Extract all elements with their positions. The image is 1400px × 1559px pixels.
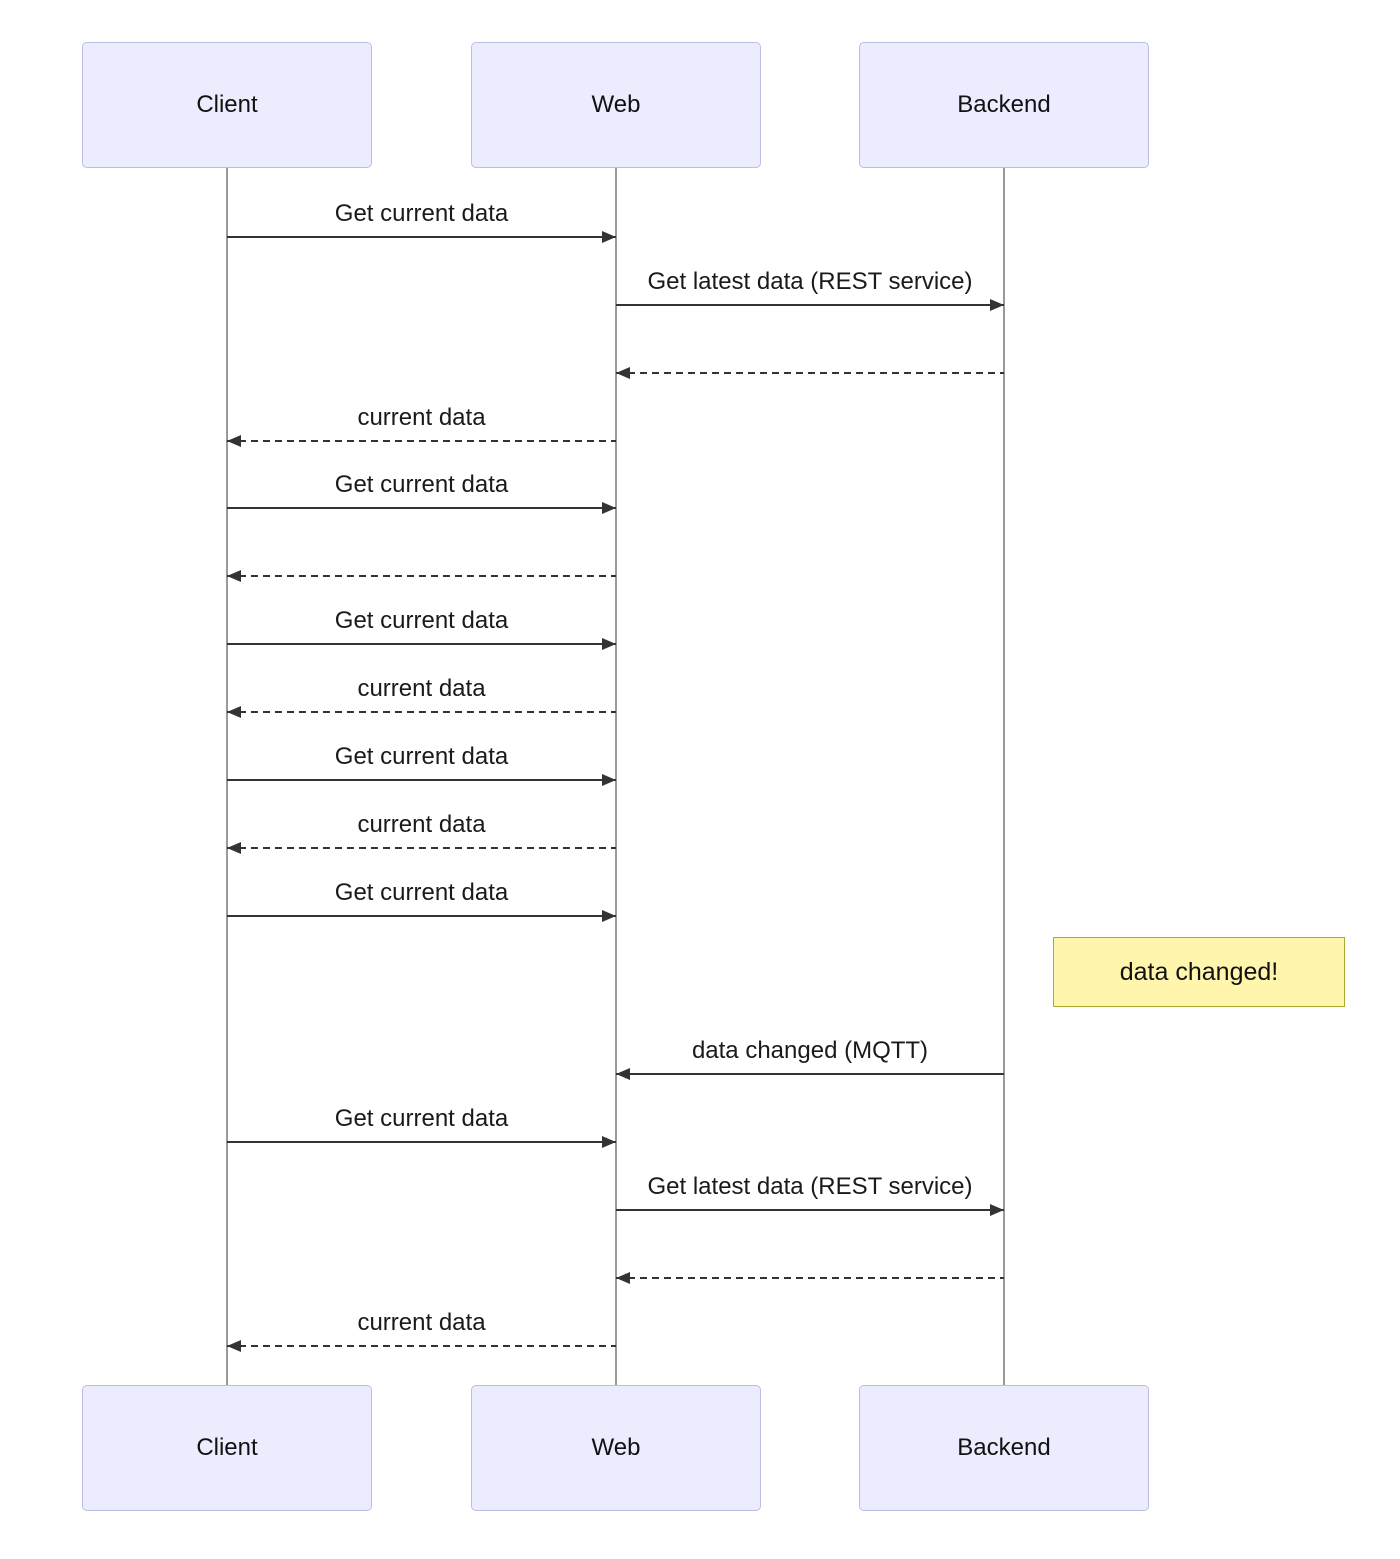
actor-label: Backend [957, 91, 1051, 118]
arrowhead [227, 1340, 241, 1352]
arrowhead [227, 435, 241, 447]
actor-top-web: Web [471, 42, 761, 168]
message-line [227, 440, 616, 442]
arrowhead [616, 1068, 630, 1080]
message-label: current data [357, 811, 486, 838]
actor-label: Web [591, 91, 641, 118]
message-line [227, 779, 616, 781]
arrowhead [602, 502, 616, 514]
message-label: Get current data [334, 1105, 509, 1132]
actor-label: Backend [957, 1434, 1051, 1461]
message-line [227, 1141, 616, 1143]
actor-label: Web [591, 1434, 641, 1461]
message-label: Get current data [334, 471, 509, 498]
arrowhead [227, 570, 241, 582]
message-line [616, 1209, 1004, 1211]
message-line [616, 1277, 1004, 1279]
arrowhead [602, 1136, 616, 1148]
arrowhead [602, 231, 616, 243]
message-line [227, 847, 616, 849]
note-text: data changed! [1119, 957, 1279, 986]
arrowhead [616, 367, 630, 379]
lifeline-web [615, 168, 617, 1385]
actor-top-backend: Backend [859, 42, 1149, 168]
arrowhead [990, 1204, 1004, 1216]
actor-label: Client [196, 1434, 258, 1461]
message-line [616, 1073, 1004, 1075]
message-label: current data [357, 1309, 486, 1336]
message-label: Get latest data (REST service) [647, 268, 973, 295]
message-line [227, 915, 616, 917]
message-label: Get current data [334, 607, 509, 634]
message-label: data changed (MQTT) [691, 1037, 929, 1064]
arrowhead [602, 774, 616, 786]
message-label: current data [357, 675, 486, 702]
message-line [616, 372, 1004, 374]
message-label: Get current data [334, 879, 509, 906]
message-line [227, 643, 616, 645]
arrowhead [602, 638, 616, 650]
lifeline-backend [1003, 168, 1005, 1385]
actor-bottom-backend: Backend [859, 1385, 1149, 1511]
message-line [227, 575, 616, 577]
message-line [227, 236, 616, 238]
note-data-changed: data changed! [1053, 937, 1345, 1007]
actor-label: Client [196, 91, 258, 118]
actor-bottom-web: Web [471, 1385, 761, 1511]
arrowhead [990, 299, 1004, 311]
message-line [227, 507, 616, 509]
arrowhead [227, 706, 241, 718]
actor-top-client: Client [82, 42, 372, 168]
arrowhead [227, 842, 241, 854]
actor-bottom-client: Client [82, 1385, 372, 1511]
message-label: Get current data [334, 743, 509, 770]
message-line [616, 304, 1004, 306]
message-label: Get current data [334, 200, 509, 227]
message-label: Get latest data (REST service) [647, 1173, 973, 1200]
arrowhead [602, 910, 616, 922]
arrowhead [616, 1272, 630, 1284]
message-line [227, 1345, 616, 1347]
message-line [227, 711, 616, 713]
message-label: current data [357, 404, 486, 431]
lifeline-client [226, 168, 228, 1385]
